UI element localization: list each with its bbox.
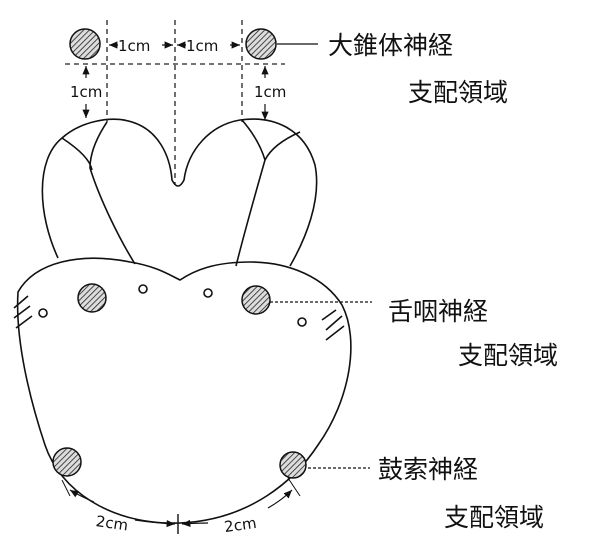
- glossopharyngeal-site-right: [241, 285, 271, 315]
- label-greater-petrosal-nerve: 大錐体神経: [328, 31, 453, 60]
- greater-petrosal-site-right: [245, 28, 277, 60]
- dim-horizontal-left: 1cm: [118, 37, 150, 55]
- label-glossopharyngeal-area: 支配領域: [458, 341, 558, 370]
- dim-vertical-left: 1cm: [70, 83, 102, 101]
- palate-left-inner: [61, 121, 136, 265]
- papilla-circle: [38, 308, 48, 318]
- label-chorda-tympani-area: 支配領域: [444, 503, 544, 532]
- greater-petrosal-site-left: [69, 28, 101, 60]
- chorda-tympani-site-right: [279, 451, 307, 479]
- palate-right-inner: [235, 119, 301, 267]
- chorda-tympani-site-left: [52, 447, 82, 477]
- papilla-circle: [297, 317, 307, 327]
- tongue-outline: [16, 257, 352, 524]
- tongue-edge-marks: [13, 295, 345, 341]
- glossopharyngeal-site-left: [77, 283, 107, 313]
- guide-lines: [65, 20, 285, 185]
- label-greater-petrosal-area: 支配領域: [408, 78, 508, 107]
- dim-bottom-right: 2cm: [223, 514, 258, 536]
- papilla-circle: [138, 284, 148, 294]
- papilla-circle: [203, 288, 213, 298]
- dim-horizontal-right: 1cm: [186, 37, 218, 55]
- dim-bottom-left: 2cm: [95, 512, 130, 534]
- dimension-arrows: [61, 41, 301, 534]
- label-chorda-tympani-nerve: 鼓索神経: [378, 455, 478, 484]
- palate-outline: [41, 118, 318, 267]
- label-glossopharyngeal-nerve: 舌咽神経: [388, 297, 488, 326]
- dim-vertical-right: 1cm: [254, 83, 286, 101]
